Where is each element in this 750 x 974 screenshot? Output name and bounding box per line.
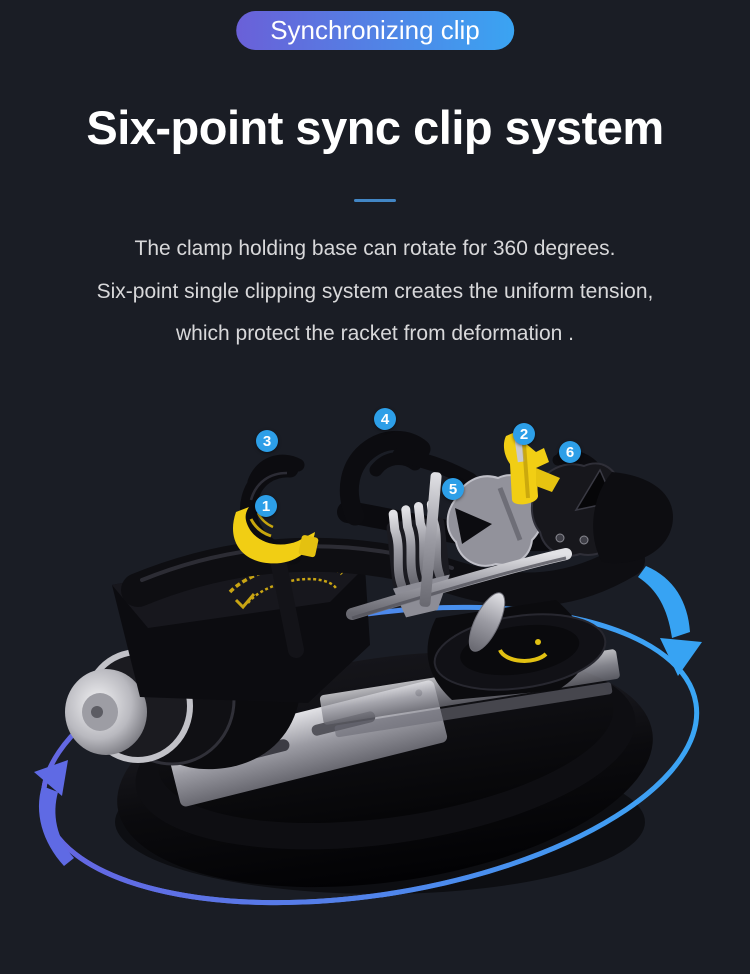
machine-illustration — [34, 430, 702, 906]
page-title: Six-point sync clip system — [86, 101, 664, 154]
rotate-arrow-left — [34, 760, 74, 866]
product-photo: 1 2 3 4 5 6 — [0, 380, 750, 925]
marker-5: 5 — [442, 478, 464, 500]
marker-4: 4 — [374, 408, 396, 430]
description-line-1: The clamp holding base can rotate for 36… — [134, 237, 616, 260]
right-wing — [593, 472, 673, 564]
marker-1: 1 — [255, 495, 277, 517]
marker-6: 6 — [559, 441, 581, 463]
metal-lever — [468, 592, 506, 652]
feature-badge: Synchronizing clip — [236, 11, 514, 50]
accent-divider — [354, 199, 396, 202]
center-metal-arm — [346, 472, 572, 620]
feature-description: The clamp holding base can rotate for 36… — [0, 228, 750, 356]
hook-clamp-top — [339, 430, 478, 526]
marker-3: 3 — [256, 430, 278, 452]
smiley-logo — [498, 639, 548, 663]
turntable-pedestal — [427, 592, 607, 700]
description-line-3: which protect the racket from deformatio… — [175, 322, 574, 345]
rotate-arrow-right — [638, 566, 702, 676]
marker-2: 2 — [513, 423, 535, 445]
description-line-2: Six-point single clipping system creates… — [96, 279, 654, 303]
yellow-clamp-center — [503, 430, 560, 505]
